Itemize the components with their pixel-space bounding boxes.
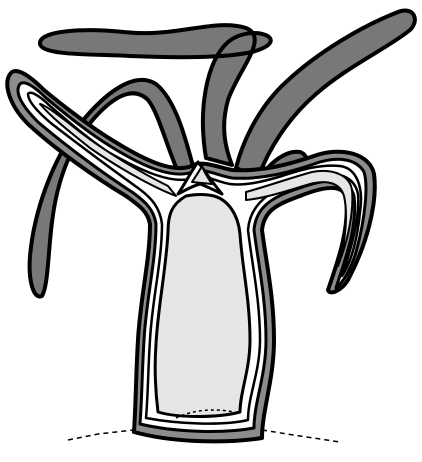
ground-line-left — [68, 430, 134, 440]
cavity-body — [155, 195, 250, 417]
ground-line-right — [262, 430, 340, 442]
